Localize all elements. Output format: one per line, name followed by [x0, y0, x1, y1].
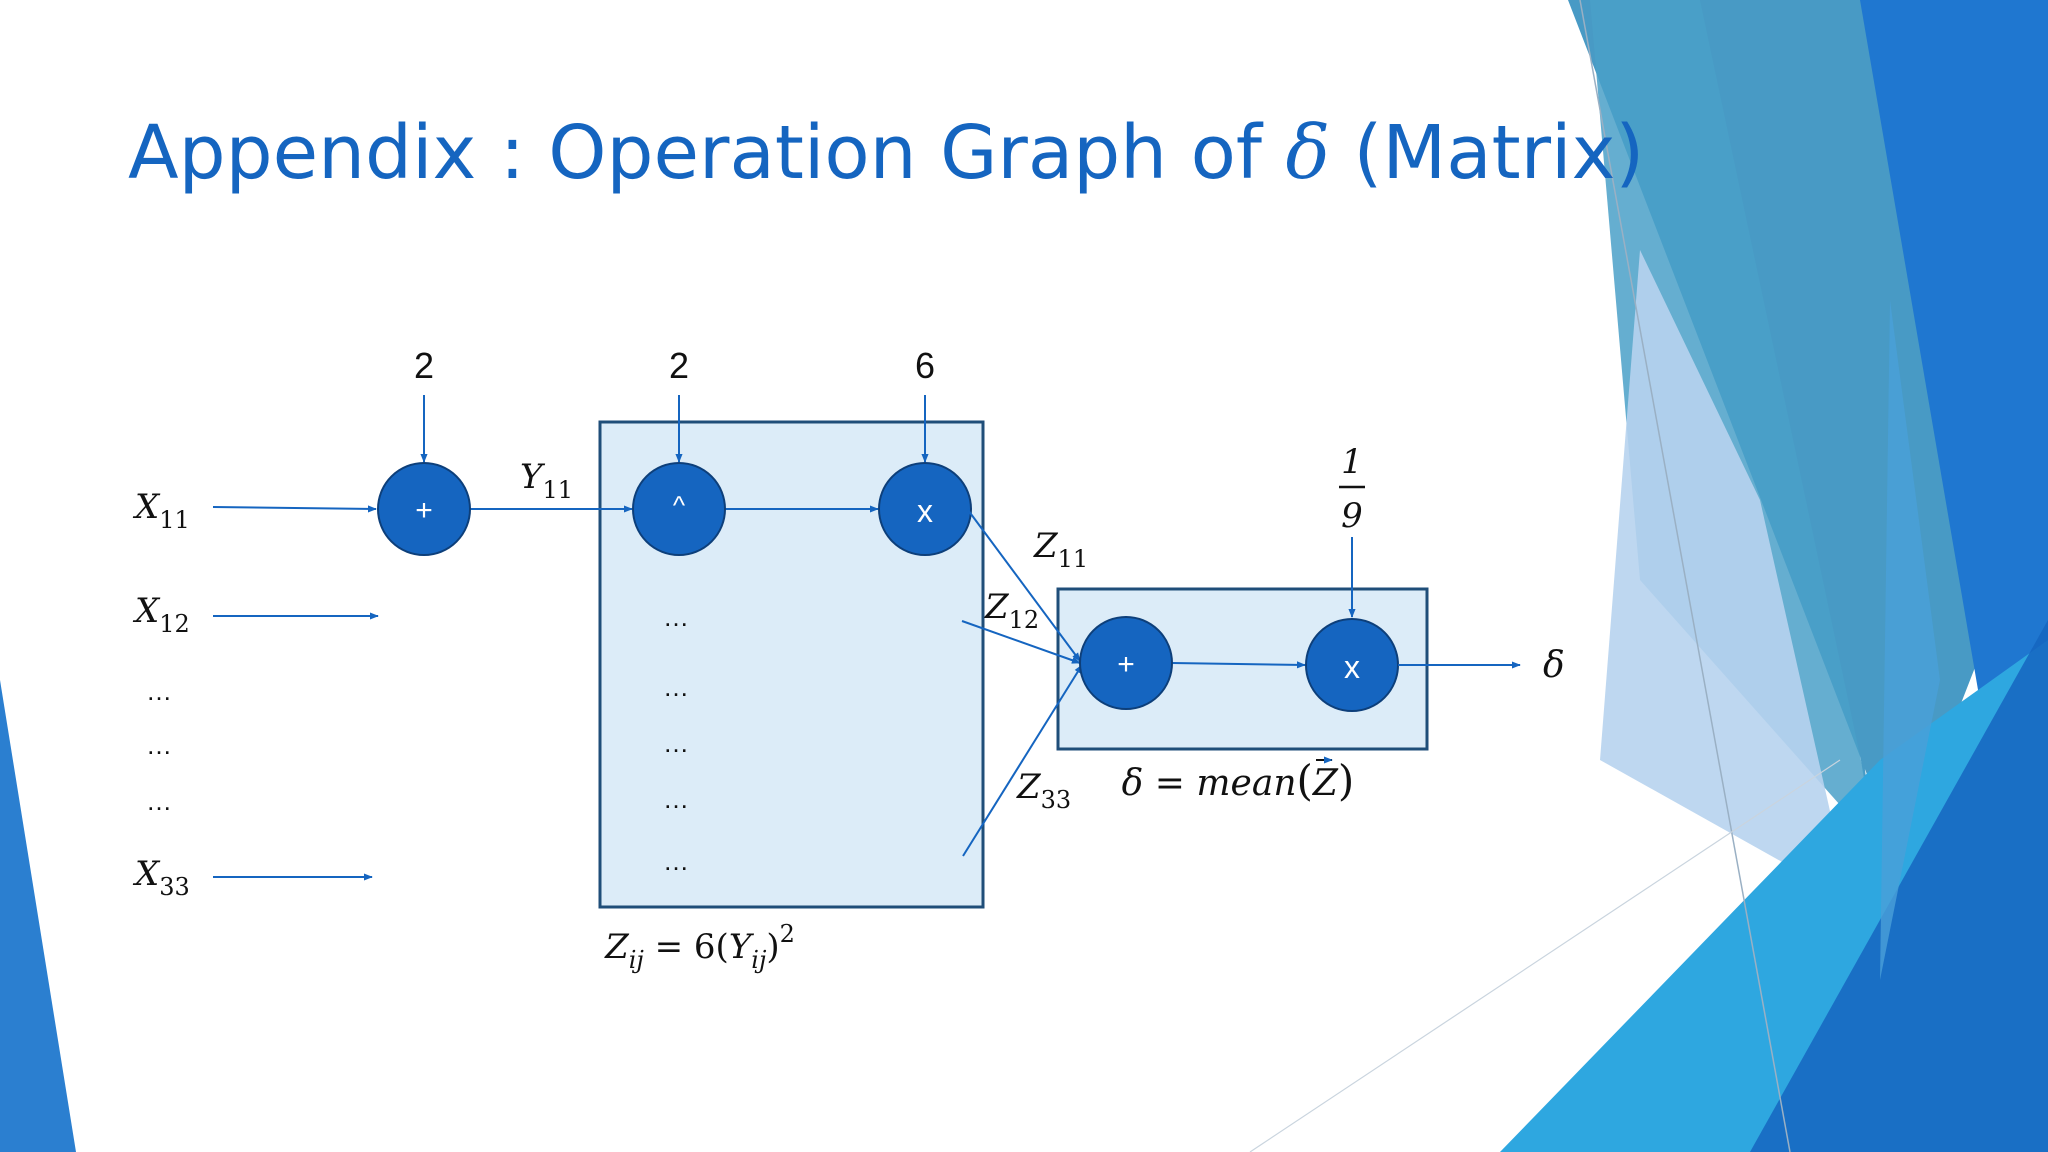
- slide-title: Appendix : Operation Graph of δ (Matrix): [128, 110, 1644, 196]
- arrow-z33: [962, 664, 1083, 857]
- input-ellipsis-2: …: [146, 730, 172, 760]
- arrow-add2-to-mul2: [1171, 661, 1306, 669]
- box1-formula: Zij = 6(Yij)2: [604, 920, 795, 974]
- const-add-2: 2: [414, 345, 434, 386]
- edge-z11-label: Z11: [1033, 526, 1088, 573]
- const-fraction-numerator: 1: [1341, 442, 1363, 482]
- title-prefix: Appendix : Operation Graph of: [128, 110, 1286, 196]
- input-ellipsis-3: …: [146, 786, 172, 816]
- input-x11-label: X11: [132, 487, 190, 534]
- edge-y11-label: Y11: [520, 457, 573, 504]
- title-delta-symbol: δ: [1285, 110, 1331, 196]
- mul-node-1-symbol: x: [917, 493, 933, 529]
- right-light-panel: [1590, 0, 1880, 850]
- right-deep-triangle: [1750, 620, 2048, 1152]
- right-mid-shard: [1880, 300, 1940, 980]
- mul-node-2-symbol: x: [1344, 649, 1360, 685]
- pow-node: [632, 462, 726, 556]
- add-node-1-symbol: +: [415, 494, 433, 527]
- arrow-z12: [961, 620, 1081, 664]
- left-accent-shape: [0, 680, 76, 1152]
- add-node-1: [377, 462, 471, 556]
- box1-ellipsis-1: …: [663, 602, 689, 632]
- add-node-2: [1079, 616, 1173, 710]
- const-pow-2: 2: [669, 345, 689, 386]
- output-delta-label: δ: [1543, 645, 1565, 686]
- thin-line-2: [1249, 759, 1841, 1152]
- arrow-z11: [967, 509, 1081, 662]
- right-pale-wedge: [1600, 250, 1850, 900]
- thin-line-1: [1579, 0, 1791, 1152]
- edge-z12-label: Z12: [984, 587, 1039, 634]
- add-node-2-symbol: +: [1117, 648, 1135, 681]
- pow-node-symbol: ^: [673, 490, 686, 520]
- box1-ellipsis-3: …: [663, 728, 689, 758]
- box2-formula: δ = mean(Z): [1122, 756, 1355, 805]
- const-mul-6: 6: [915, 345, 935, 386]
- const-fraction-denominator: 9: [1341, 496, 1363, 536]
- title-suffix: (Matrix): [1330, 110, 1645, 196]
- mul-node-1: [878, 462, 972, 556]
- box1-ellipsis-2: …: [663, 672, 689, 702]
- input-x33-label: X33: [132, 854, 190, 901]
- input-ellipsis-1: …: [146, 676, 172, 706]
- edge-z33-label: Z33: [1016, 767, 1071, 814]
- box1-ellipsis-5: …: [663, 846, 689, 876]
- box1-ellipsis-4: …: [663, 784, 689, 814]
- input-x12-label: X12: [132, 591, 190, 638]
- arrow-x11-to-add: [212, 505, 377, 513]
